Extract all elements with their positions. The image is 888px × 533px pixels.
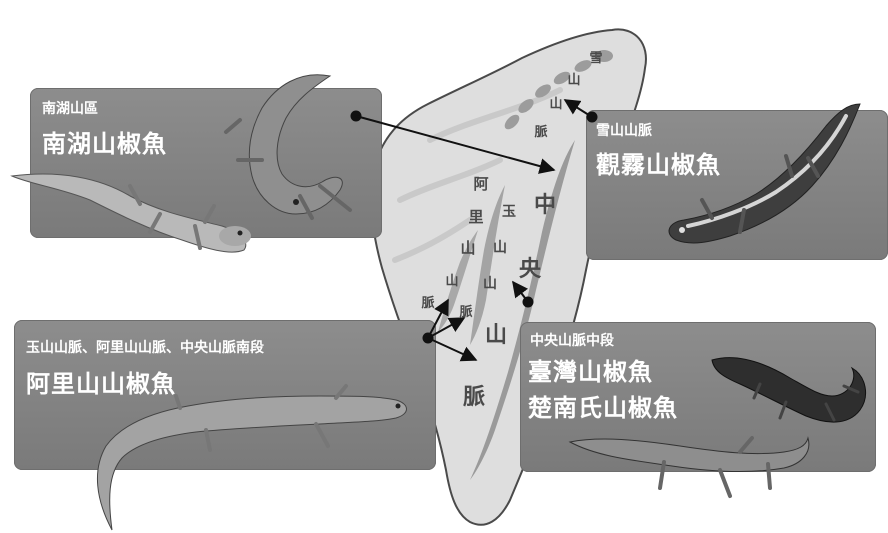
zhongyang-char-1: 中 bbox=[534, 193, 556, 218]
zhongyang-char-4: 脈 bbox=[463, 385, 485, 410]
panel-alishan-subtitle: 玉山山脈、阿里山山脈、中央山脈南段 bbox=[26, 340, 264, 356]
panel-central-title-1: 臺灣山椒魚 bbox=[528, 358, 653, 386]
alishan-char-3: 山 bbox=[460, 239, 475, 257]
zhongyang-label-group: 中 央 山 脈 bbox=[463, 193, 556, 410]
panel-xueshan-subtitle: 雪山山脈 bbox=[596, 123, 652, 139]
yushan-char-3: 山 bbox=[483, 276, 497, 292]
xueshan-char-2: 山 bbox=[567, 72, 580, 88]
terrain-texture bbox=[392, 87, 563, 263]
alishan-char-4: 山 bbox=[445, 273, 458, 289]
yushan-char-1: 玉 bbox=[502, 204, 516, 220]
zhongyang-char-3: 山 bbox=[485, 323, 507, 348]
alishan-char-2: 里 bbox=[468, 208, 483, 226]
xueshan-char-1: 雪 bbox=[589, 50, 602, 66]
yushan-char-2: 山 bbox=[493, 240, 507, 256]
yushan-range bbox=[470, 185, 505, 345]
yushan-char-4: 脈 bbox=[459, 304, 472, 320]
alishan-label-group: 阿 里 山 山 脈 bbox=[421, 175, 488, 311]
arrow-nanhu bbox=[350, 110, 556, 174]
alishan-char-5: 脈 bbox=[421, 295, 434, 311]
arrow-central bbox=[512, 280, 534, 308]
xueshan-label-group: 雪 山 山 脈 bbox=[534, 50, 602, 140]
panel-nanhu-subtitle: 南湖山區 bbox=[42, 101, 98, 117]
yushan-label-group: 玉 山 山 脈 bbox=[459, 204, 516, 320]
xueshan-range bbox=[504, 50, 613, 130]
arrow-xueshan bbox=[563, 99, 598, 123]
central-range bbox=[470, 140, 575, 480]
panel-central-title-2: 楚南氏山椒魚 bbox=[528, 394, 678, 422]
zhongyang-char-2: 央 bbox=[519, 256, 542, 282]
arrow-alishan bbox=[422, 298, 478, 362]
panel-alishan-title: 阿里山山椒魚 bbox=[26, 370, 176, 398]
panel-nanhu-title: 南湖山椒魚 bbox=[42, 130, 167, 158]
xueshan-char-3: 山 bbox=[549, 96, 562, 112]
alishan-char-1: 阿 bbox=[473, 175, 488, 193]
xueshan-char-4: 脈 bbox=[534, 124, 547, 140]
panel-central-subtitle: 中央山脈中段 bbox=[530, 333, 614, 349]
